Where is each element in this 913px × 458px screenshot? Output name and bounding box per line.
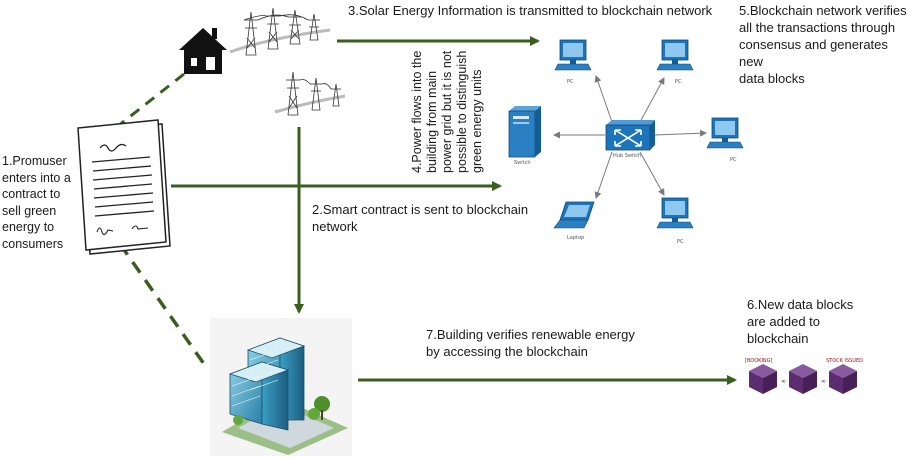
laptop-label: Laptop	[567, 235, 585, 241]
pc-label-top-left: PC	[567, 79, 574, 85]
computer-icon	[656, 39, 694, 71]
step-2-text: 2.Smart contract is sent to blockchain n…	[312, 202, 529, 234]
pc-label-right: PC	[730, 157, 737, 163]
computer-icon	[656, 197, 694, 229]
contract-document-icon	[77, 119, 171, 255]
blockchain-cube-icon	[829, 364, 857, 394]
step-1-text: 1.Promuser enters into a contract to sel…	[2, 154, 71, 251]
blockchain-cube-icon	[749, 364, 777, 394]
blockchain-network	[508, 75, 707, 199]
step-6-text: 6.New data blocks are added to blockchai…	[747, 297, 854, 346]
block-label-left: [BOOKING]	[745, 358, 773, 364]
block-label-right: STOCK ISSUED	[826, 358, 864, 364]
laptop-icon	[553, 201, 595, 229]
pc-label-top-right: PC	[675, 79, 682, 85]
power-tower-icon	[229, 7, 346, 116]
building-icon	[210, 318, 352, 456]
hub-label: Hub Switch	[613, 153, 642, 159]
svg-text:∞: ∞	[781, 378, 786, 385]
server-icon	[508, 106, 541, 158]
arrows	[171, 36, 737, 385]
step-3-text: 3.Solar Energy Information is transmitte…	[348, 3, 713, 18]
pc-label-bottom: PC	[677, 239, 684, 245]
step-5-text: 5.Blockchain network verifies all the tr…	[739, 3, 907, 86]
computer-icon	[554, 39, 592, 71]
server-label: Switch	[514, 160, 531, 166]
hub-switch-icon	[605, 120, 655, 151]
blockchain-cube-icon	[789, 364, 817, 394]
step-4-text: 4.Power flows into the building from mai…	[410, 50, 484, 173]
computer-icon	[706, 117, 744, 149]
blockchain-blocks: ∞ ∞	[749, 364, 857, 394]
computers-group	[553, 39, 744, 229]
house-icon	[179, 28, 227, 74]
step-7-text: 7.Building verifies renewable energy by …	[426, 327, 635, 359]
dashed-links	[117, 72, 206, 366]
svg-text:∞: ∞	[821, 378, 826, 385]
